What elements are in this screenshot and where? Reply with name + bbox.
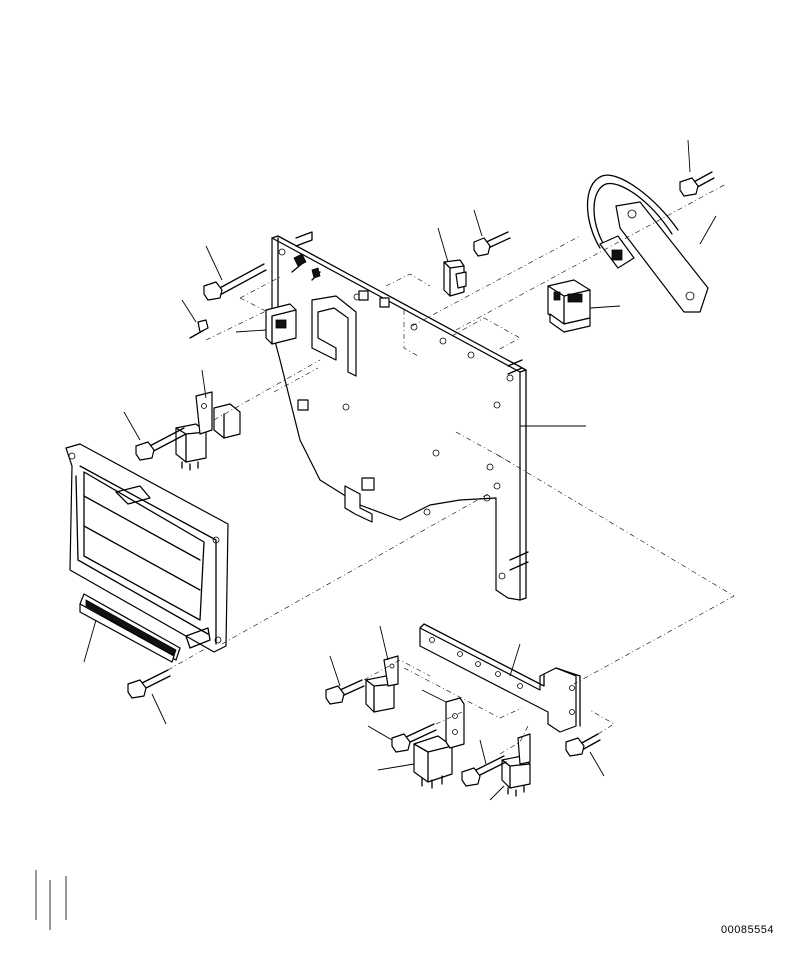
plate-connector bbox=[265, 303, 297, 345]
relay-bracket-small bbox=[445, 697, 465, 749]
harness-bracket bbox=[586, 174, 709, 313]
relay-large bbox=[413, 735, 453, 789]
relay-top bbox=[443, 259, 467, 297]
bolt-lower-4 bbox=[565, 733, 601, 757]
leader-lines bbox=[83, 139, 717, 801]
relay-mid-left bbox=[365, 655, 399, 713]
bolt-lower-2 bbox=[391, 723, 437, 753]
scan-artifact bbox=[35, 870, 67, 930]
relay-left-bracket bbox=[195, 391, 241, 439]
lower-bracket bbox=[419, 623, 581, 733]
ecu-controller bbox=[65, 443, 229, 663]
bolt-lower-3 bbox=[461, 755, 507, 787]
bolt-ecu bbox=[127, 669, 171, 699]
bolt-top-center bbox=[473, 231, 511, 257]
screw-small bbox=[189, 319, 209, 339]
drawing-code: 00085554 bbox=[721, 924, 774, 936]
studs-plate bbox=[291, 253, 321, 281]
upper-bracket bbox=[311, 295, 357, 377]
assembly-lines bbox=[167, 183, 735, 755]
bolt-top-right bbox=[679, 171, 715, 197]
mounting-plate bbox=[271, 231, 529, 601]
connector-block bbox=[547, 279, 591, 333]
relay-right bbox=[501, 733, 531, 797]
bolt-top-left bbox=[203, 263, 267, 301]
bolt-lower-1 bbox=[325, 679, 365, 705]
bolt-left bbox=[135, 427, 187, 461]
